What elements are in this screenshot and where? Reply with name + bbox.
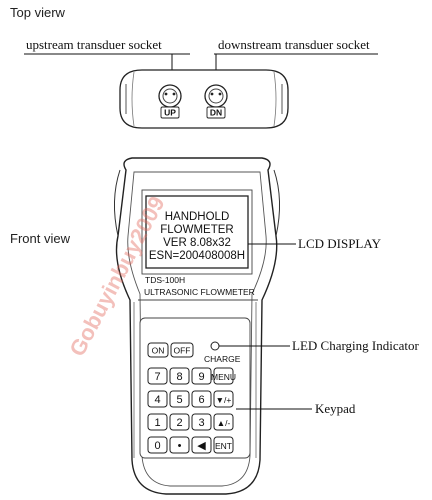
downstream-socket-label: downstream transduer socket bbox=[218, 37, 370, 52]
top-view-body bbox=[119, 69, 289, 129]
front-view-heading: Front view bbox=[10, 231, 71, 246]
keypad-key-row1-0[interactable]: 7 bbox=[147, 367, 168, 385]
keypad-key-row1-3[interactable]: MENU bbox=[211, 367, 236, 385]
keypad-key-row3-0[interactable]: 1 bbox=[147, 413, 168, 431]
top-view-heading: Top vierw bbox=[10, 5, 66, 20]
keypad-key-label: 3 bbox=[198, 417, 204, 429]
keypad-key-label: ENT bbox=[215, 441, 232, 451]
keypad-key-label: 8 bbox=[176, 371, 182, 383]
keypad-key-row3-1[interactable]: 2 bbox=[169, 413, 190, 431]
lcd-bezel bbox=[141, 189, 253, 275]
lcd-line-3: VER 8.08x32 bbox=[163, 237, 231, 249]
charge-led bbox=[210, 341, 220, 351]
svg-text:OFF: OFF bbox=[174, 346, 191, 356]
on-key[interactable]: ON bbox=[147, 342, 169, 358]
svg-text:ON: ON bbox=[152, 346, 165, 356]
keypad-key-row2-2[interactable]: 6 bbox=[191, 390, 212, 408]
off-key[interactable]: OFF bbox=[170, 342, 194, 358]
socket-dn-label: DN bbox=[210, 108, 222, 118]
keypad-key-label: 1 bbox=[154, 417, 160, 429]
keypad-key-label: ▼/+ bbox=[216, 395, 232, 405]
keypad-key-label: 7 bbox=[154, 371, 160, 383]
keypad-key-label: 9 bbox=[198, 371, 204, 383]
keypad-key-label: 6 bbox=[198, 394, 204, 406]
keypad-key-row4-0[interactable]: 0 bbox=[147, 436, 168, 454]
keypad-key-row2-3[interactable]: ▼/+ bbox=[213, 390, 234, 408]
keypad-key-row4-2[interactable]: ◀ bbox=[191, 436, 212, 454]
downstream-socket: DN bbox=[204, 84, 228, 119]
keypad-key-label: ▲/- bbox=[217, 418, 231, 428]
lcd-callout-label: LCD DISPLAY bbox=[298, 236, 382, 251]
keypad-key-label: MENU bbox=[211, 372, 236, 382]
keypad-key-row3-2[interactable]: 3 bbox=[191, 413, 212, 431]
lcd-line-1: HANDHOLD bbox=[165, 211, 230, 223]
keypad-key-row4-3[interactable]: ENT bbox=[213, 436, 234, 454]
upstream-socket-label: upstream transduer socket bbox=[26, 37, 162, 52]
keypad-key-label: 0 bbox=[154, 440, 160, 452]
keypad-key-label: • bbox=[178, 440, 182, 452]
upstream-socket: UP bbox=[158, 84, 182, 119]
lcd-screen bbox=[145, 195, 249, 269]
keypad-key-row3-3[interactable]: ▲/- bbox=[213, 413, 234, 431]
keypad-key-row1-2[interactable]: 9 bbox=[191, 367, 212, 385]
led-callout-label: LED Charging Indicator bbox=[292, 338, 420, 353]
keypad-key-label: 2 bbox=[176, 417, 182, 429]
keypad-key-label: 4 bbox=[154, 394, 160, 406]
keypad-key-row4-1[interactable]: • bbox=[169, 436, 190, 454]
keypad-key-row2-1[interactable]: 5 bbox=[169, 390, 190, 408]
keypad-key-row1-1[interactable]: 8 bbox=[169, 367, 190, 385]
keypad: 7 8 9 MENU 4 5 6 ▼/+ 1 2 3 ▲/- 0 • ◀ ENT bbox=[147, 367, 236, 454]
model-subtitle: ULTRASONIC FLOWMETER bbox=[144, 287, 255, 297]
socket-up-label: UP bbox=[164, 108, 176, 118]
keypad-key-label: 5 bbox=[176, 394, 182, 406]
model-name: TDS-100H bbox=[145, 275, 185, 285]
lcd-line-2: FLOWMETER bbox=[160, 224, 233, 236]
keypad-callout-label: Keypad bbox=[315, 401, 356, 416]
lcd-line-4: ESN=200408008H bbox=[149, 250, 245, 262]
charge-label: CHARGE bbox=[204, 354, 241, 364]
keypad-key-label: ◀ bbox=[197, 440, 206, 452]
keypad-key-row2-0[interactable]: 4 bbox=[147, 390, 168, 408]
